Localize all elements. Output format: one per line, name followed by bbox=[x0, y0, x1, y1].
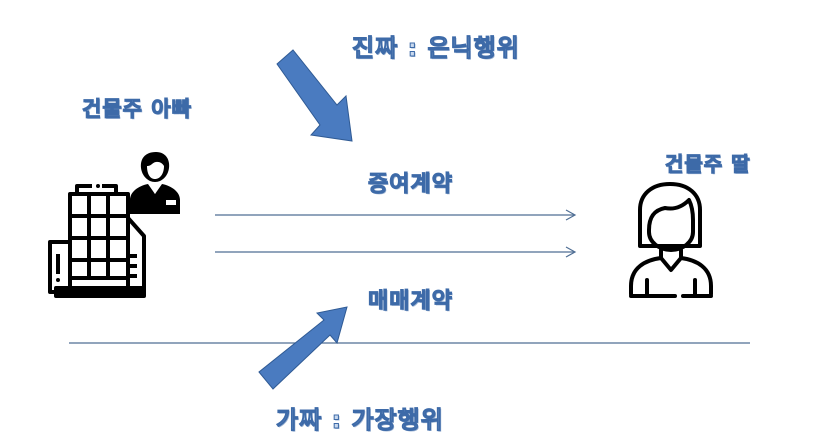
building-businessman-icon bbox=[48, 152, 180, 298]
daughter-label: 건물주 딸 bbox=[665, 152, 751, 177]
woman-icon bbox=[629, 182, 713, 298]
block-arrow-down-right-icon bbox=[276, 49, 353, 142]
sale-contract-label: 매매계약 bbox=[368, 289, 453, 315]
father-label: 건물주 아빠 bbox=[82, 97, 192, 122]
fake-act-label: 가짜 : 가장행위 bbox=[276, 406, 444, 435]
gift-contract-line bbox=[215, 209, 577, 221]
block-arrow-up-right-icon bbox=[258, 306, 348, 390]
real-act-label: 진짜 : 은닉행위 bbox=[352, 34, 520, 63]
gift-contract-label: 증여계약 bbox=[368, 172, 453, 198]
sale-contract-line bbox=[215, 246, 577, 258]
